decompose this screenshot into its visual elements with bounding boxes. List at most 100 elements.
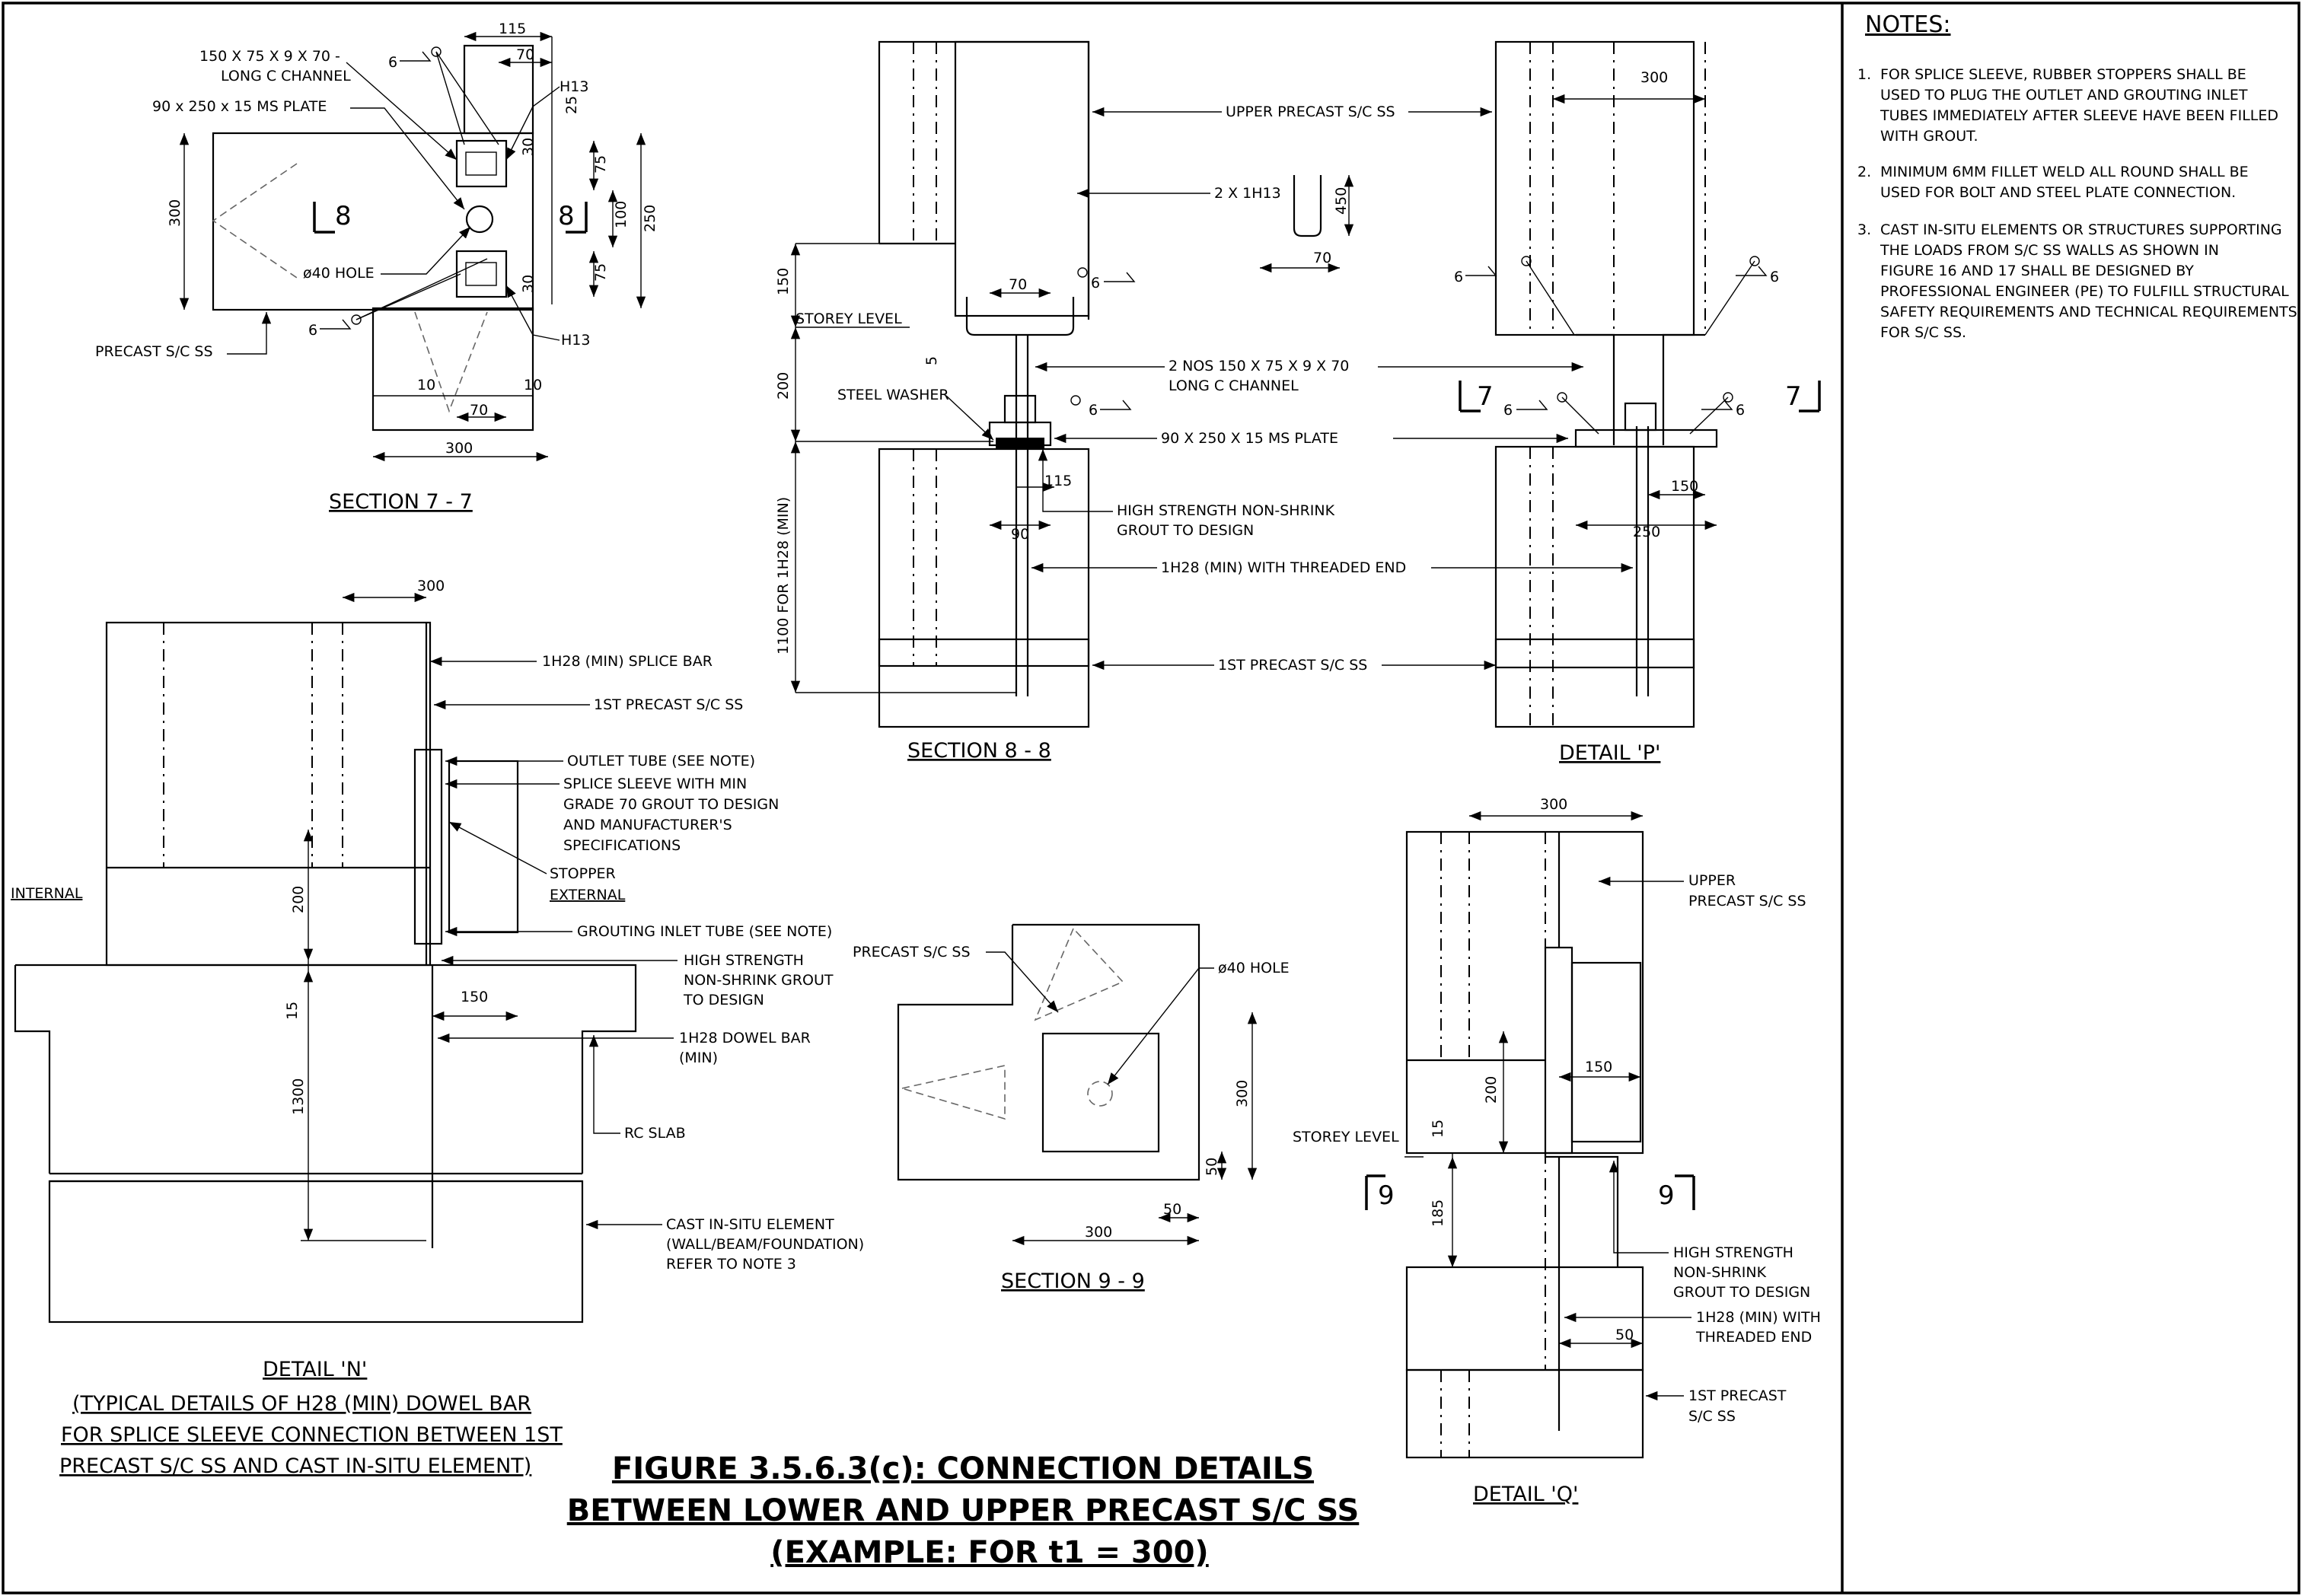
- detail-q: UPPER PRECAST S/C SS STOREY LEVEL HIGH S…: [1293, 796, 1821, 1506]
- s77-weld-all-round-bot: [351, 314, 362, 325]
- note-1-line-2: USED TO PLUG THE OUTLET AND GROUTING INL…: [1880, 87, 2248, 104]
- dn-dim-300-text: 300: [417, 578, 445, 594]
- s99-hidden-wedge: [901, 1065, 1006, 1120]
- s88-label-channels-2: LONG C CHANNEL: [1169, 377, 1299, 394]
- s88-label-plate: 90 X 250 X 15 MS PLATE: [1161, 430, 1338, 447]
- s88-upper-leg: [954, 40, 1090, 317]
- dn-dim-200-text: 200: [290, 886, 307, 913]
- s88-leader-washer: [945, 395, 994, 441]
- dp-weld-c-symbol: [1516, 400, 1548, 410]
- dp-weld-a: 6: [1454, 269, 1463, 285]
- s99-label-precast: PRECAST S/C SS: [853, 944, 971, 960]
- s77-dim-250-text: 250: [642, 205, 658, 232]
- s88-weld-bot: 6: [1089, 402, 1098, 419]
- s88-title: SECTION 8 - 8: [907, 739, 1051, 763]
- note-2-line-2: USED FOR BOLT AND STEEL PLATE CONNECTION…: [1880, 184, 2236, 201]
- s77-dim-70-bot-text: 70: [470, 402, 488, 419]
- dq-grout-joint: [1544, 1153, 1619, 1267]
- dn-label-first: 1ST PRECAST S/C SS: [594, 696, 743, 713]
- dn-label-stopper: STOPPER: [550, 865, 616, 882]
- dp-weld-a-circle: [1521, 256, 1532, 266]
- dp-first-wall: [1494, 638, 1695, 728]
- s88-label-bar: 1H28 (MIN) WITH THREADED END: [1161, 559, 1406, 576]
- s88-dim-90-text: 90: [1011, 526, 1029, 543]
- dp-weld-c-circle: [1557, 392, 1567, 403]
- s77-wall: [212, 132, 534, 311]
- dp-nut: [1624, 402, 1657, 432]
- s77-weld-leader-top-b: [435, 51, 499, 145]
- s77-weld-bot: 6: [308, 322, 317, 339]
- dq-dim-200-text: 200: [1483, 1076, 1500, 1104]
- s88-leader-grout: [1038, 449, 1113, 512]
- s77-dim-70-top-text: 70: [516, 46, 534, 63]
- s88-h13-sketch: [1293, 175, 1322, 237]
- s77-dim-25-text: 25: [563, 96, 580, 114]
- dq-label-first-1: 1ST PRECAST: [1688, 1387, 1787, 1404]
- dn-label-cast-2: (WALL/BEAM/FOUNDATION): [666, 1236, 864, 1253]
- s77-label-channel-2: LONG C CHANNEL: [221, 68, 351, 84]
- s88-label-washer: STEEL WASHER: [837, 387, 949, 403]
- dq-lower-wall: [1405, 1266, 1644, 1371]
- s77-label-h13-top: H13: [560, 78, 588, 95]
- dn-dim-15-text: 15: [284, 1002, 301, 1020]
- s77-label-channel-1: 150 X 75 X 9 X 70 -: [199, 48, 340, 65]
- dq-dim-15-text: 15: [1430, 1120, 1446, 1138]
- dp-weld-b-leader: [1704, 260, 1755, 336]
- s99-dim-50-h-text: 50: [1163, 1201, 1181, 1218]
- s88-dim-70b-text: 70: [1313, 250, 1331, 266]
- dq-dim-150-text: 150: [1585, 1059, 1612, 1075]
- note-2-number: 2.: [1857, 164, 1871, 180]
- dq-label-storey: STOREY LEVEL: [1293, 1129, 1399, 1145]
- s77-label-precast: PRECAST S/C SS: [95, 343, 213, 360]
- s77-dim-10-left-text: 10: [417, 377, 435, 393]
- dn-dim-1300-text: 1300: [290, 1078, 307, 1115]
- s77-dim-100-text: 100: [613, 201, 630, 228]
- s77-leader-plate: [350, 107, 465, 210]
- dn-leader-slab: [588, 1035, 620, 1134]
- dq-dim-185-text: 185: [1430, 1199, 1446, 1227]
- notes-panel: NOTES: 1. FOR SPLICE SLEEVE, RUBBER STOP…: [1857, 11, 2297, 341]
- s88-dim-1100-text: 1100 FOR 1H28 (MIN): [775, 497, 792, 655]
- s99-leader-hole: [1107, 967, 1214, 1085]
- dq-cut-label-right: 9: [1658, 1180, 1675, 1211]
- s77-dim-115-text: 115: [499, 21, 526, 37]
- s77-label-h13-bot: H13: [561, 332, 590, 349]
- dn-cast-element: [48, 1180, 584, 1324]
- s77-leader-h13-bot: [505, 285, 560, 341]
- s88-upper-wall: [878, 40, 1090, 320]
- dq-label-upper-1: UPPER: [1688, 872, 1736, 889]
- detail-n: 1H28 (MIN) SPLICE BAR 1ST PRECAST S/C SS…: [11, 578, 864, 1478]
- dn-caption-2: FOR SPLICE SLEEVE CONNECTION BETWEEN 1ST: [61, 1423, 563, 1447]
- dn-label-dowel-2: (MIN): [679, 1050, 718, 1066]
- dq-label-first-2: S/C SS: [1688, 1408, 1736, 1425]
- s77-dim-30-bot-text: 30: [520, 275, 537, 293]
- note-3-line-2: THE LOADS FROM S/C SS WALLS AS SHOWN IN: [1880, 242, 2219, 259]
- dp-lower-wall: [1494, 445, 1695, 669]
- s77-channel-top: [455, 139, 508, 188]
- notes-heading: NOTES:: [1865, 11, 1951, 38]
- s77-weld-top: 6: [388, 54, 397, 71]
- s88-weld-symbol-top: [1104, 272, 1136, 282]
- s88-dim-450-text: 450: [1333, 187, 1350, 215]
- s77-weld-symbol-top: [400, 51, 432, 62]
- note-3-line-4: PROFESSIONAL ENGINEER (PE) TO FULFILL ST…: [1880, 283, 2289, 300]
- s88-weld-symbol-bot: [1100, 400, 1132, 410]
- dp-dim-150-text: 150: [1671, 478, 1698, 495]
- s77-leg: [371, 307, 534, 432]
- s77-leader-h13-top: [505, 86, 560, 161]
- s77-dim-10-right-text: 10: [524, 377, 542, 393]
- figure-title-line-1: FIGURE 3.5.6.3(c): CONNECTION DETAILS: [612, 1451, 1314, 1486]
- dp-weld-b: 6: [1770, 269, 1779, 285]
- s77-leg-top: [463, 44, 534, 135]
- s88-label-grout-1: HIGH STRENGTH NON-SHRINK: [1117, 502, 1335, 519]
- s77-cut-label-left: 8: [335, 201, 352, 231]
- dn-label-sleeve-3: AND MANUFACTURER'S: [563, 817, 732, 833]
- s77-channel-bot: [455, 250, 508, 298]
- dn-dim-150-text: 150: [461, 989, 488, 1005]
- s88-label-storey: STOREY LEVEL: [795, 311, 902, 327]
- dq-cut-label-left: 9: [1378, 1180, 1395, 1211]
- dn-sleeve: [413, 748, 443, 945]
- s99-dim-300-v-text: 300: [1234, 1080, 1251, 1107]
- dq-dim-50-text: 50: [1615, 1327, 1634, 1343]
- s88-weld-circle-bot: [1070, 395, 1081, 406]
